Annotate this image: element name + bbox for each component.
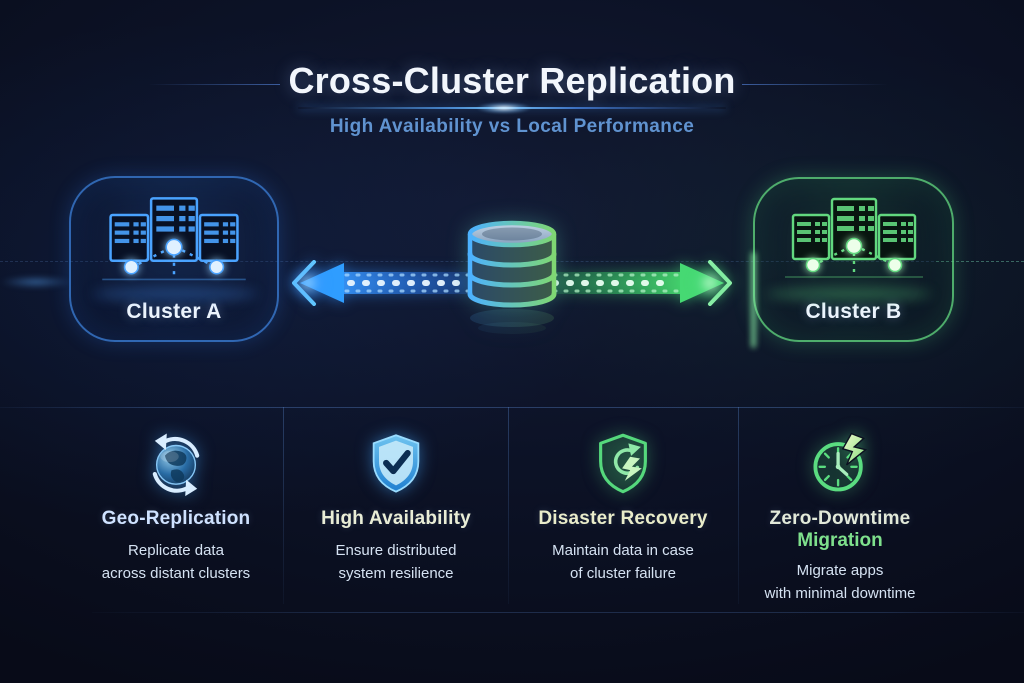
left-edge-light-streak: [0, 276, 72, 288]
globe-sync-icon: [60, 418, 292, 508]
buildings-network-icon: [784, 197, 923, 278]
cluster-b-label: Cluster B: [805, 300, 902, 323]
cluster-b-panel: Cluster B: [753, 177, 954, 342]
feature-description-line2: system resilience: [338, 565, 454, 582]
feature-title: Zero-Downtime: [769, 508, 911, 529]
page-title: Cross-Cluster Replication: [288, 60, 736, 101]
feature-card-disaster-recovery: Disaster Recovery Maintain data in case …: [510, 418, 736, 608]
feature-card-geo-replication: Geo-Replication Replicate data across di…: [60, 418, 292, 608]
cluster-b-edge-glow: [751, 252, 756, 348]
feature-description: Migrate apps with minimal downtime: [730, 559, 950, 605]
feature-description-line1: Maintain data in case: [552, 542, 694, 559]
clock-lightning-icon: [730, 418, 950, 508]
background-dotted-line-green: [936, 261, 1024, 262]
cluster-a-ground-glow: [92, 288, 258, 300]
shield-check-icon: [286, 418, 506, 508]
feature-title-line2: Migration: [797, 530, 883, 551]
feature-description-line1: Ensure distributed: [335, 542, 457, 559]
feature-description-line1: Migrate apps: [796, 562, 884, 579]
feature-divider-2: [508, 407, 509, 604]
feature-description: Replicate data across distant clusters: [60, 539, 292, 585]
title-glow-divider: [298, 102, 726, 114]
cluster-a-label: Cluster A: [126, 300, 222, 323]
feature-description-line2: with minimal downtime: [764, 585, 916, 602]
page-subtitle: High Availability vs Local Performance: [329, 116, 695, 137]
feature-description: Ensure distributed system resilience: [286, 539, 506, 585]
title-side-line-right: [742, 84, 888, 85]
feature-card-zero-downtime-migration: Zero-Downtime Migration Migrate apps wit…: [730, 418, 950, 608]
cluster-a-panel: Cluster A: [69, 176, 279, 342]
feature-title: Disaster Recovery: [538, 508, 708, 529]
database-cylinder-icon: [467, 220, 557, 334]
arrow-tip-glow-right: [690, 263, 730, 303]
features-top-divider: [0, 407, 1024, 408]
buildings-network-icon: [102, 197, 246, 281]
features-bottom-divider: [92, 612, 1024, 613]
cluster-b-ground-glow: [766, 288, 932, 300]
feature-title: High Availability: [321, 508, 471, 529]
feature-divider-3: [738, 407, 739, 604]
feature-description-line2: of cluster failure: [570, 565, 676, 582]
shield-recovery-icon: [510, 418, 736, 508]
title-side-line-left: [148, 84, 280, 85]
feature-description: Maintain data in case of cluster failure: [510, 539, 736, 585]
feature-description-line1: Replicate data: [128, 542, 224, 559]
feature-title: Geo-Replication: [101, 508, 251, 529]
feature-card-high-availability: High Availability Ensure distributed sys…: [286, 418, 506, 608]
lens-flare: [476, 102, 532, 114]
feature-description-line2: across distant clusters: [101, 565, 251, 582]
feature-divider-1: [283, 407, 284, 604]
arrow-tip-glow-left: [288, 263, 328, 303]
